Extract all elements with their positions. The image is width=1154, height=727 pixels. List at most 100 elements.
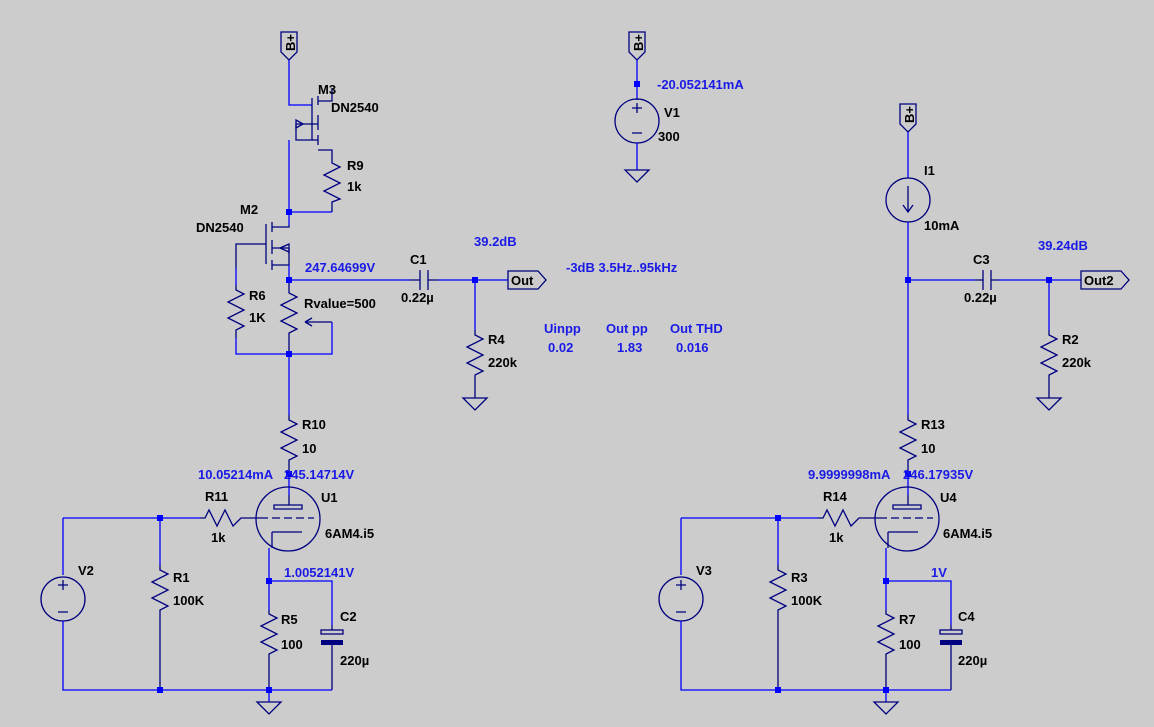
pot-value: Rvalue=500 [304,296,376,311]
resistor-r13[interactable] [898,415,918,475]
m3-value: DN2540 [331,100,379,115]
r13-value: 10 [921,441,935,456]
v1-value: 300 [658,129,680,144]
gain-right: 39.24dB [1038,238,1088,253]
ground-symbol-r4 [461,397,489,411]
r4-value: 220k [488,355,518,370]
resistor-r10[interactable] [279,415,299,475]
u4-name: U4 [940,490,957,505]
svg-text:Out2: Out2 [1084,273,1114,288]
port-out2[interactable]: Out2 [1080,270,1130,290]
u4-value: 6AM4.i5 [943,526,992,541]
r1-value: 100K [173,593,205,608]
supply-flag-bplus-1: B+ [280,31,298,61]
m3-name: M3 [318,82,336,97]
svg-text:B+: B+ [902,106,917,123]
capacitor-c4[interactable] [939,625,963,690]
svg-text:B+: B+ [631,34,646,51]
port-out[interactable]: Out [507,270,547,290]
r11-value: 1k [211,530,226,545]
capacitor-c2[interactable] [320,625,344,690]
supply-flag-bplus-3: B+ [899,103,917,133]
voltage-source-v2[interactable] [40,576,86,622]
r10-value: 10 [302,441,316,456]
ground-symbol-2 [872,701,900,715]
supply-flag-bplus-2: B+ [628,31,646,61]
capacitor-c3[interactable] [975,270,999,290]
val-thd: 0.016 [676,340,709,355]
voltage-source-v1[interactable] [614,98,660,144]
ground-symbol-r2 [1035,397,1063,411]
triode-u1[interactable] [255,486,321,552]
r9-value: 1k [347,179,362,194]
r5-name: R5 [281,612,298,627]
r13-name: R13 [921,417,945,432]
r9-name: R9 [347,158,364,173]
i1-name: I1 [924,163,935,178]
bandwidth-label: -3dB 3.5Hz..95kHz [566,260,678,275]
r1-name: R1 [173,570,190,585]
c4-name: C4 [958,609,975,624]
ground-symbol-1 [255,701,283,715]
v-u1-cathode: 1.0052141V [284,565,354,580]
u1-name: U1 [321,490,338,505]
gain-left: 39.2dB [474,234,517,249]
resistor-r3[interactable] [768,565,788,690]
c1-value: 0.22µ [401,290,434,305]
m2-value: DN2540 [196,220,244,235]
capacitor-c1[interactable] [410,270,438,290]
r14-value: 1k [829,530,844,545]
u1-value: 6AM4.i5 [325,526,374,541]
voltage-source-v3[interactable] [658,576,704,622]
i-u1: 10.05214mA [198,467,274,482]
v3-name: V3 [696,563,712,578]
m2-name: M2 [240,202,258,217]
r3-value: 100K [791,593,823,608]
r14-name: R14 [823,489,848,504]
v-u4-plate: 246.17935V [903,467,973,482]
c1-name: C1 [410,252,427,267]
resistor-r5[interactable] [259,610,279,690]
ground-symbol-v1 [623,169,651,183]
resistor-r6[interactable] [226,285,246,338]
resistor-r2[interactable] [1039,330,1059,398]
resistor-r14[interactable] [818,508,875,528]
r2-name: R2 [1062,332,1079,347]
c3-value: 0.22µ [964,290,997,305]
current-source-i1[interactable] [885,177,931,223]
resistor-r9[interactable] [322,160,342,212]
c3-name: C3 [973,252,990,267]
mosfet-m2[interactable] [235,222,290,270]
col-thd: Out THD [670,321,723,336]
resistor-r4[interactable] [465,330,485,398]
r4-name: R4 [488,332,505,347]
resistor-r1[interactable] [150,565,170,690]
v1-name: V1 [664,105,680,120]
v2-name: V2 [78,563,94,578]
r2-value: 220k [1062,355,1092,370]
svg-text:B+: B+ [283,34,298,51]
c2-value: 220µ [340,653,369,668]
col-outpp: Out pp [606,321,648,336]
mosfet-m3[interactable] [295,88,333,160]
v-u4-cathode: 1V [931,565,947,580]
v-u1-plate: 245.14714V [284,467,354,482]
r3-name: R3 [791,570,808,585]
r7-name: R7 [899,612,916,627]
v-m2-source: 247.64699V [305,260,375,275]
val-uinpp: 0.02 [548,340,573,355]
r10-name: R10 [302,417,326,432]
r6-value: 1K [249,310,266,325]
i-u4: 9.9999998mA [808,467,891,482]
r7-value: 100 [899,637,921,652]
potentiometer[interactable] [279,283,332,354]
i1-value: 10mA [924,218,960,233]
triode-u4[interactable] [874,486,940,552]
c2-name: C2 [340,609,357,624]
resistor-r7[interactable] [876,610,896,690]
r11-name: R11 [205,489,228,504]
svg-text:Out: Out [511,273,534,288]
resistor-r11[interactable] [200,508,256,528]
col-uinpp: Uinpp [544,321,581,336]
